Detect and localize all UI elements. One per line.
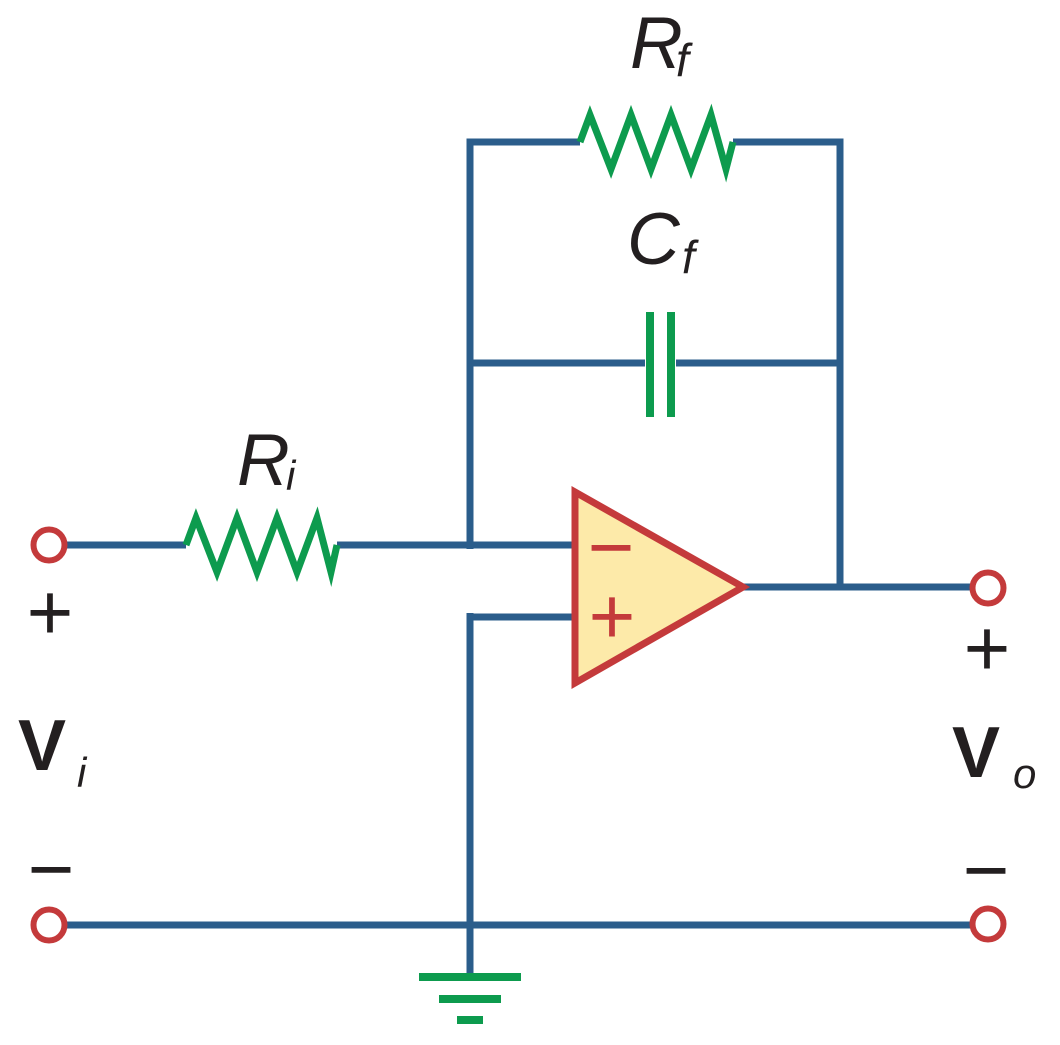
- terminal-output-top: [969, 569, 1007, 607]
- wire-feedback-left: [466, 138, 580, 549]
- output-plus-sign: +: [964, 604, 1011, 693]
- terminal-input-top: [30, 526, 68, 564]
- output-minus-sign: −: [963, 826, 1010, 915]
- rf-subscript: f: [676, 34, 693, 86]
- opamp-noninverting-input-label: +: [589, 572, 636, 661]
- terminal-output-bottom: [969, 905, 1007, 943]
- port-labels: + V i − + V o −: [18, 568, 1036, 915]
- ri-subscript: i: [286, 452, 297, 499]
- input-plus-sign: +: [27, 568, 74, 657]
- cf-subscript: f: [682, 231, 699, 283]
- vo-subscript: o: [1013, 750, 1036, 797]
- opamp-inverting-input-label: −: [588, 503, 635, 592]
- ground-symbol: [419, 973, 521, 1024]
- rf-label: R: [630, 3, 683, 84]
- component-labels: R f C f R i: [237, 3, 699, 501]
- input-minus-sign: −: [28, 825, 75, 914]
- feedback-resistor: [576, 103, 737, 183]
- input-resistor: [182, 506, 341, 587]
- cf-label: C: [627, 199, 681, 280]
- terminal-input-bottom: [30, 906, 68, 944]
- opamp: − +: [571, 486, 751, 690]
- vi-label: V: [18, 706, 66, 786]
- vi-subscript: i: [77, 749, 88, 796]
- opamp-body: [571, 486, 751, 690]
- ri-label: R: [237, 420, 290, 501]
- wires: [67, 138, 970, 973]
- feedback-capacitor: [646, 312, 675, 417]
- wire-feedback-right: [733, 138, 844, 590]
- vo-label: V: [952, 713, 1000, 793]
